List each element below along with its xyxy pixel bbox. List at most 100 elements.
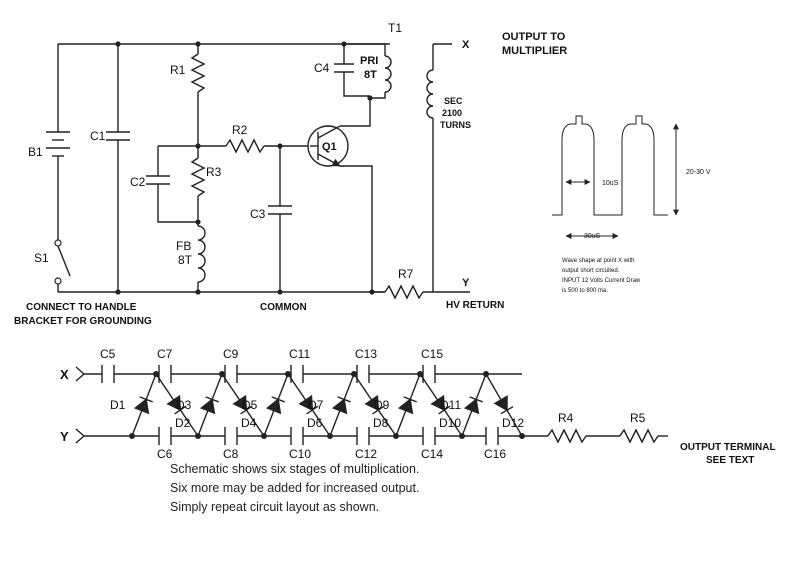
- primary-coil: [384, 55, 392, 93]
- waveform-note-1: Wave shape at point X with: [562, 258, 634, 264]
- diode-label-d8: D8: [373, 416, 389, 430]
- cap-label-c12: C12: [355, 447, 377, 461]
- cap-label-c8: C8: [223, 447, 239, 461]
- cap-gap: [423, 372, 435, 376]
- top-junction-dot: [219, 371, 225, 377]
- note-line-2: Six more may be added for increased outp…: [170, 481, 420, 495]
- bottom-junction-dot: [519, 433, 525, 439]
- diode-label-d4: D4: [241, 416, 257, 430]
- diode-label-d1: D1: [110, 398, 126, 412]
- bottom-junction-dot: [393, 433, 399, 439]
- cap-gap: [357, 434, 369, 438]
- diode-d11: [463, 396, 483, 415]
- cap-gap: [291, 434, 303, 438]
- t1-label: T1: [388, 21, 402, 35]
- resistor-r7: [384, 284, 424, 300]
- output-to-label: OUTPUT TO: [502, 31, 566, 43]
- diode-d3: [199, 396, 219, 415]
- fb-turns-label: 8T: [178, 253, 193, 267]
- diode-label-d10: D10: [439, 416, 461, 430]
- s1-label: S1: [34, 251, 49, 265]
- top-junction-dot: [351, 371, 357, 377]
- bottom-junction-dot: [459, 433, 465, 439]
- cap-label-c15: C15: [421, 347, 443, 361]
- capacitor-c8: [224, 427, 238, 445]
- fb-label: FB: [176, 239, 191, 253]
- diode-d6: [298, 394, 319, 415]
- diode-d7: [331, 396, 351, 415]
- r5-label: R5: [630, 411, 646, 425]
- note-line-1: Schematic shows six stages of multiplica…: [170, 462, 420, 476]
- c2-label: C2: [130, 175, 146, 189]
- cap-gap: [225, 434, 237, 438]
- r2-label: R2: [232, 123, 248, 137]
- cap-gap: [357, 372, 369, 376]
- period-label: 30uS: [584, 233, 601, 240]
- ladder-x-label: X: [60, 367, 69, 382]
- x-output-label: X: [462, 39, 470, 51]
- amplitude-label: 20-30 V: [686, 169, 711, 176]
- note-line-3: Simply repeat circuit layout as shown.: [170, 500, 380, 514]
- sec-label: SEC: [444, 96, 463, 106]
- bottom-junction-dot: [261, 433, 267, 439]
- c1-label: C1: [90, 129, 106, 143]
- capacitor-c4: [334, 63, 354, 73]
- waveform-note-3: INPUT 12 Volts Current Draw: [562, 278, 641, 284]
- cap-gap: [159, 434, 171, 438]
- cap-label-c11: C11: [289, 347, 310, 361]
- ladder-y-label: Y: [60, 429, 69, 444]
- capacitor-c6: [158, 427, 172, 445]
- hv-return-label: HV RETURN: [446, 300, 504, 311]
- see-text-label: SEE TEXT: [706, 455, 754, 466]
- capacitor-c3: [268, 205, 292, 215]
- diode-d12: [493, 395, 514, 415]
- capacitor-c12: [356, 427, 370, 445]
- diode-d8: [364, 394, 385, 415]
- diode-label-d7: D7: [308, 398, 324, 412]
- junction-dots: [115, 41, 375, 295]
- r1-label: R1: [170, 63, 186, 77]
- diode-d10: [430, 394, 451, 415]
- multiplier-label: MULTIPLIER: [502, 45, 567, 57]
- capacitor-c2: [146, 175, 170, 185]
- switch-s1: [54, 239, 71, 285]
- bottom-junction-dot: [129, 433, 135, 439]
- feedback-coil-fb: [197, 225, 206, 283]
- diode-label-d9: D9: [374, 398, 390, 412]
- cap-gap: [225, 372, 237, 376]
- secondary-coil: [426, 69, 434, 119]
- ground-label-1: CONNECT TO HANDLE: [26, 302, 137, 313]
- cap-gap: [486, 434, 498, 438]
- oscillator-circuit: B1 S1 C1 R1 R2 C: [14, 21, 567, 327]
- sec-turns-label: 2100: [442, 108, 462, 118]
- waveform-note-2: output short circuited.: [562, 268, 620, 274]
- q1-label: Q1: [322, 141, 337, 153]
- diode-label-d3: D3: [176, 398, 192, 412]
- cap-gap: [159, 372, 171, 376]
- diode-label-d12: D12: [502, 416, 524, 430]
- diode-d4: [232, 394, 253, 415]
- battery-b1: [46, 131, 70, 157]
- waveform-note-4: is 500 to 800 ma.: [562, 288, 608, 294]
- c4-label: C4: [314, 61, 330, 75]
- pulse-width-label: 10uS: [602, 180, 619, 187]
- cap-gap: [291, 372, 303, 376]
- top-junction-dot: [153, 371, 159, 377]
- output-terminal-label: OUTPUT TERMINAL: [680, 442, 776, 453]
- capacitor-c10: [290, 427, 304, 445]
- diode-d2: [166, 394, 187, 415]
- cap-label-c13: C13: [355, 347, 377, 361]
- cap-label-c5: C5: [100, 347, 116, 361]
- top-junction-dot: [417, 371, 423, 377]
- ground-label-2: BRACKET FOR GROUNDING: [14, 316, 152, 327]
- resistor-r2: [225, 138, 265, 154]
- capacitor-c14: [422, 427, 436, 445]
- capacitor-c1: [106, 131, 130, 141]
- cap-label-c7: C7: [157, 347, 173, 361]
- cap-label-c16: C16: [484, 447, 506, 461]
- transistor-q1: [307, 125, 349, 167]
- pri-label: PRI: [360, 55, 378, 67]
- r3-label: R3: [206, 165, 222, 179]
